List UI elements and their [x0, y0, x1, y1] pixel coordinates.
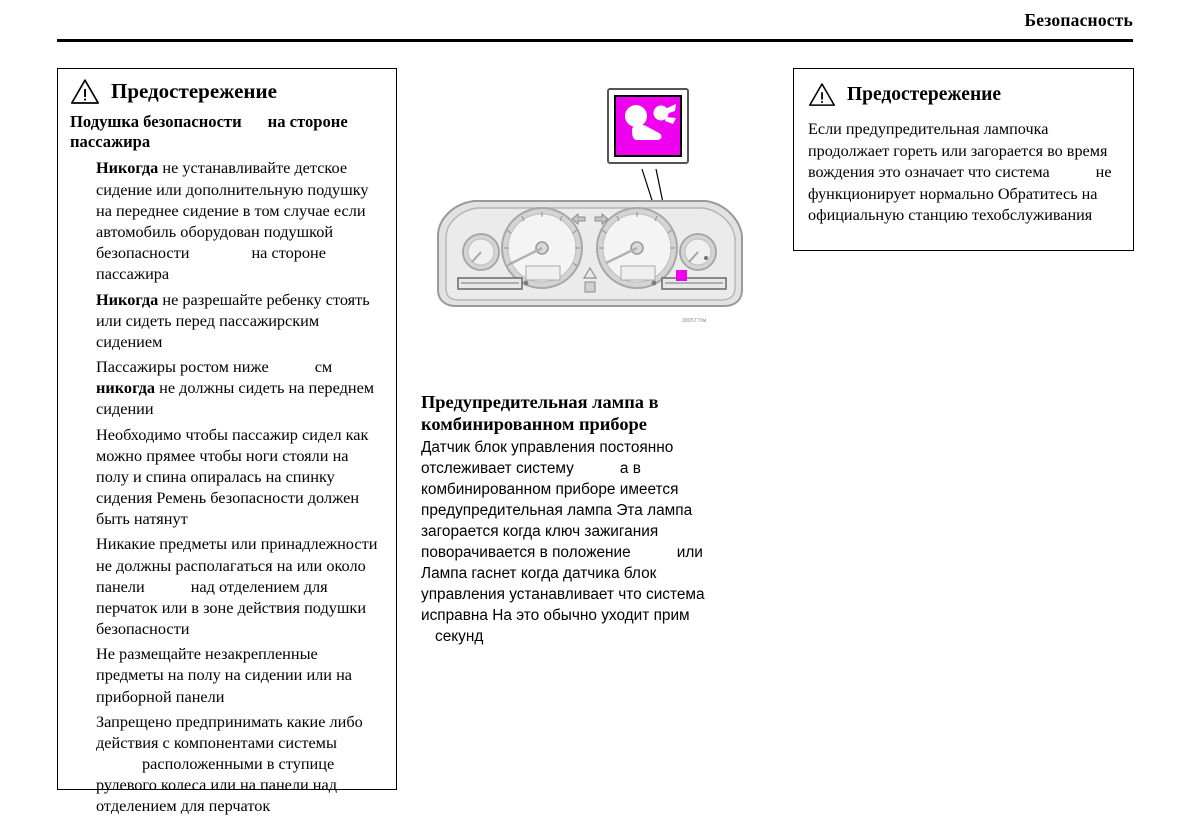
warning-box-passenger-airbag: Предостережение Подушка безопасности на с…: [57, 68, 397, 815]
warning-body: Если предупредительная лампочка продолжа…: [808, 119, 1119, 227]
warning-item: Никогда не устанавливайте детское сидени…: [70, 157, 382, 284]
warning-item-text: Запрещено предпринимать какие либо дейст…: [96, 711, 363, 752]
figure-illustration: 3805779м: [420, 72, 760, 347]
warning-item-text: Необходимо чтобы пассажир сидел как можн…: [96, 424, 369, 529]
body-text-cont-2: или: [676, 544, 703, 562]
warning-header: Предостережение: [808, 82, 1133, 107]
warning-item-lead: Никогда: [96, 289, 159, 309]
warning-item: Запрещено предпринимать какие либо дейст…: [70, 711, 382, 817]
warning-subheading: Подушка безопасности на стороне пассажира: [70, 112, 382, 152]
airbag-indicator-lamp: [676, 270, 687, 281]
warning-item-lead: Никогда: [96, 158, 159, 178]
warning-item-tail: на стороне пассажира: [96, 243, 326, 284]
subheading-part-3: пассажира: [70, 132, 151, 152]
page-header: Безопасность: [57, 10, 1133, 44]
body-text-cont: секунд: [435, 627, 484, 645]
warning-item-unit: см: [314, 357, 333, 377]
warning-triangle-icon: [70, 79, 100, 104]
middle-text-column: Предупредительная лампа в комбинированно…: [421, 392, 737, 648]
warning-item: Необходимо чтобы пассажир сидел как можн…: [70, 424, 382, 530]
warning-item-prefix: Пассажиры ростом ниже: [96, 357, 269, 377]
section-heading-line-2: комбинированном приборе: [421, 413, 647, 434]
warning-item-lead: никогда: [96, 378, 156, 398]
instrument-cluster-illustration: [437, 200, 743, 307]
warning-item-text: не должны сидеть на переднем сидении: [96, 378, 375, 419]
warning-triangle-icon: [808, 83, 836, 106]
subheading-part-1: Подушка безопасности: [70, 112, 242, 131]
body-paragraph: Лампа гаснет когда датчика блок управлен…: [421, 564, 737, 648]
warning-item-text: Никакие предметы или принадлежности не д…: [96, 534, 378, 596]
warning-title: Предостережение: [847, 83, 1002, 105]
warning-item-text: Не размещайте незакрепленные предметы на…: [96, 644, 353, 706]
body-paragraph: Датчик блок управления постоянно отслежи…: [421, 438, 737, 564]
warning-item-text-cont: расположенными в ступице рулевого колеса…: [96, 754, 338, 816]
body-text: Лампа гаснет когда датчика блок управлен…: [421, 565, 705, 624]
warning-box-lamp: Предостережение Если предупредительная л…: [793, 68, 1134, 251]
section-body: Датчик блок управления постоянно отслежи…: [421, 438, 737, 647]
warning-body: Подушка безопасности на стороне пассажира…: [70, 112, 382, 817]
page-title: Безопасность: [1024, 10, 1133, 30]
warning-item-text: не устанавливайте детское сидение или до…: [96, 158, 369, 263]
warning-text: Если предупредительная лампочка продолжа…: [808, 119, 1119, 227]
warning-text-part-1: Если предупредительная лампочка продолжа…: [808, 120, 1108, 182]
airbag-warning-symbol: [607, 88, 689, 164]
header-divider: [57, 39, 1133, 42]
warning-text-part-2: не функционирует нормально Обратитесь на…: [808, 163, 1112, 225]
subheading-part-2: на стороне: [267, 112, 348, 131]
warning-item: Никогда не разрешайте ребенку стоять или…: [70, 289, 382, 353]
warning-item-text: не разрешайте ребенку стоять или сидеть …: [96, 289, 370, 351]
section-heading: Предупредительная лампа в комбинированно…: [421, 392, 737, 435]
warning-item: Никакие предметы или принадлежности не д…: [70, 533, 382, 639]
warning-item-text-cont: над отделением для перчаток или в зоне д…: [96, 576, 367, 639]
body-text: Датчик блок управления постоянно отслежи…: [421, 439, 674, 478]
warning-item: Не размещайте незакрепленные предметы на…: [70, 643, 382, 707]
warning-title: Предостережение: [111, 79, 277, 103]
figure-caption: 3805779м: [682, 318, 707, 324]
body-text-cont: а в комбинированном приборе имеется пред…: [421, 460, 693, 562]
section-heading-line-1: Предупредительная лампа в: [421, 392, 659, 412]
warning-item: Пассажиры ростом ниже см никогда не должн…: [70, 356, 382, 420]
warning-header: Предостережение: [70, 78, 396, 105]
